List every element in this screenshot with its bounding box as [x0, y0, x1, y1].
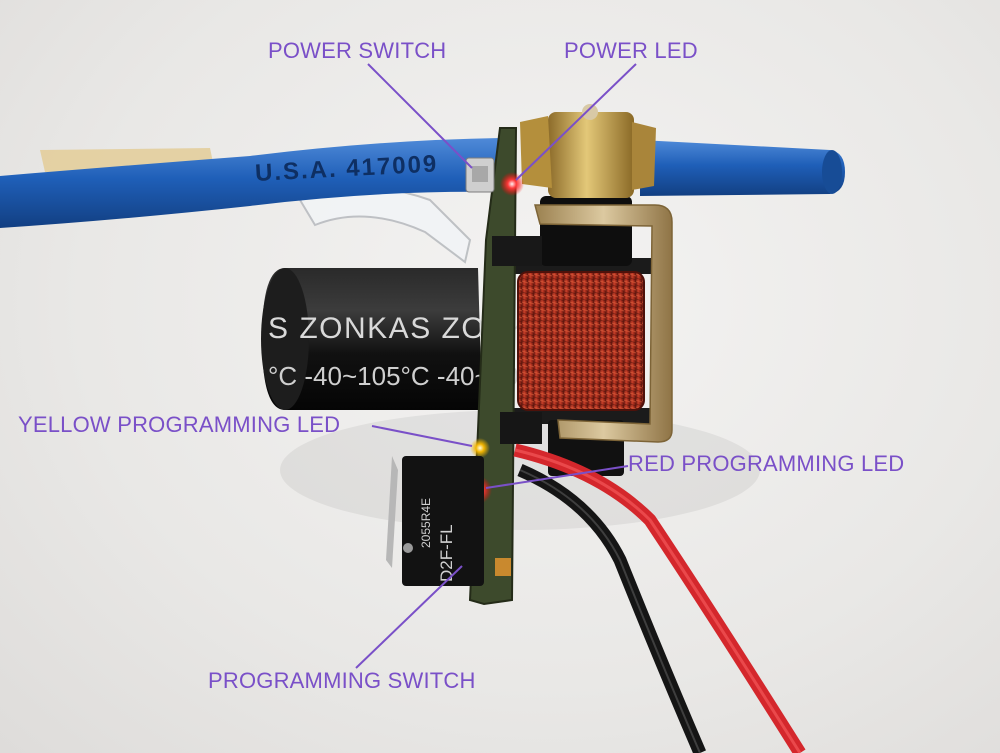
brass-nut-right: [632, 122, 656, 190]
label-power-switch: POWER SWITCH: [268, 38, 447, 63]
brass-nut-left: [520, 116, 552, 188]
yellow-led-glow: [470, 438, 490, 458]
label-programming-switch: PROGRAMMING SWITCH: [208, 668, 476, 693]
blue-tube-right: [640, 140, 845, 196]
label-yellow-programming-led: YELLOW PROGRAMMING LED: [18, 412, 341, 437]
clear-tube: [298, 186, 472, 264]
microswitch-model: D2F-FL: [437, 524, 456, 582]
microswitch-lever: [386, 456, 398, 568]
bobbin-bottom: [510, 408, 660, 424]
microswitch: [402, 456, 484, 586]
power-led-glow: [500, 172, 524, 196]
pcb-connector: [500, 412, 542, 444]
label-power-led: POWER LED: [564, 38, 698, 63]
electrolytic-capacitor: [262, 268, 482, 410]
metal-bracket: [534, 204, 673, 443]
brass-fitting: [548, 112, 634, 198]
label-red-programming-led: RED PROGRAMMING LED: [628, 451, 905, 476]
pcb-header: [492, 236, 542, 266]
copper-coil: [518, 272, 644, 410]
capacitor-rating: °C -40~105°C -40~10: [268, 361, 519, 391]
microswitch-code: 2055R4E: [419, 498, 433, 548]
tube-end: [822, 150, 842, 194]
